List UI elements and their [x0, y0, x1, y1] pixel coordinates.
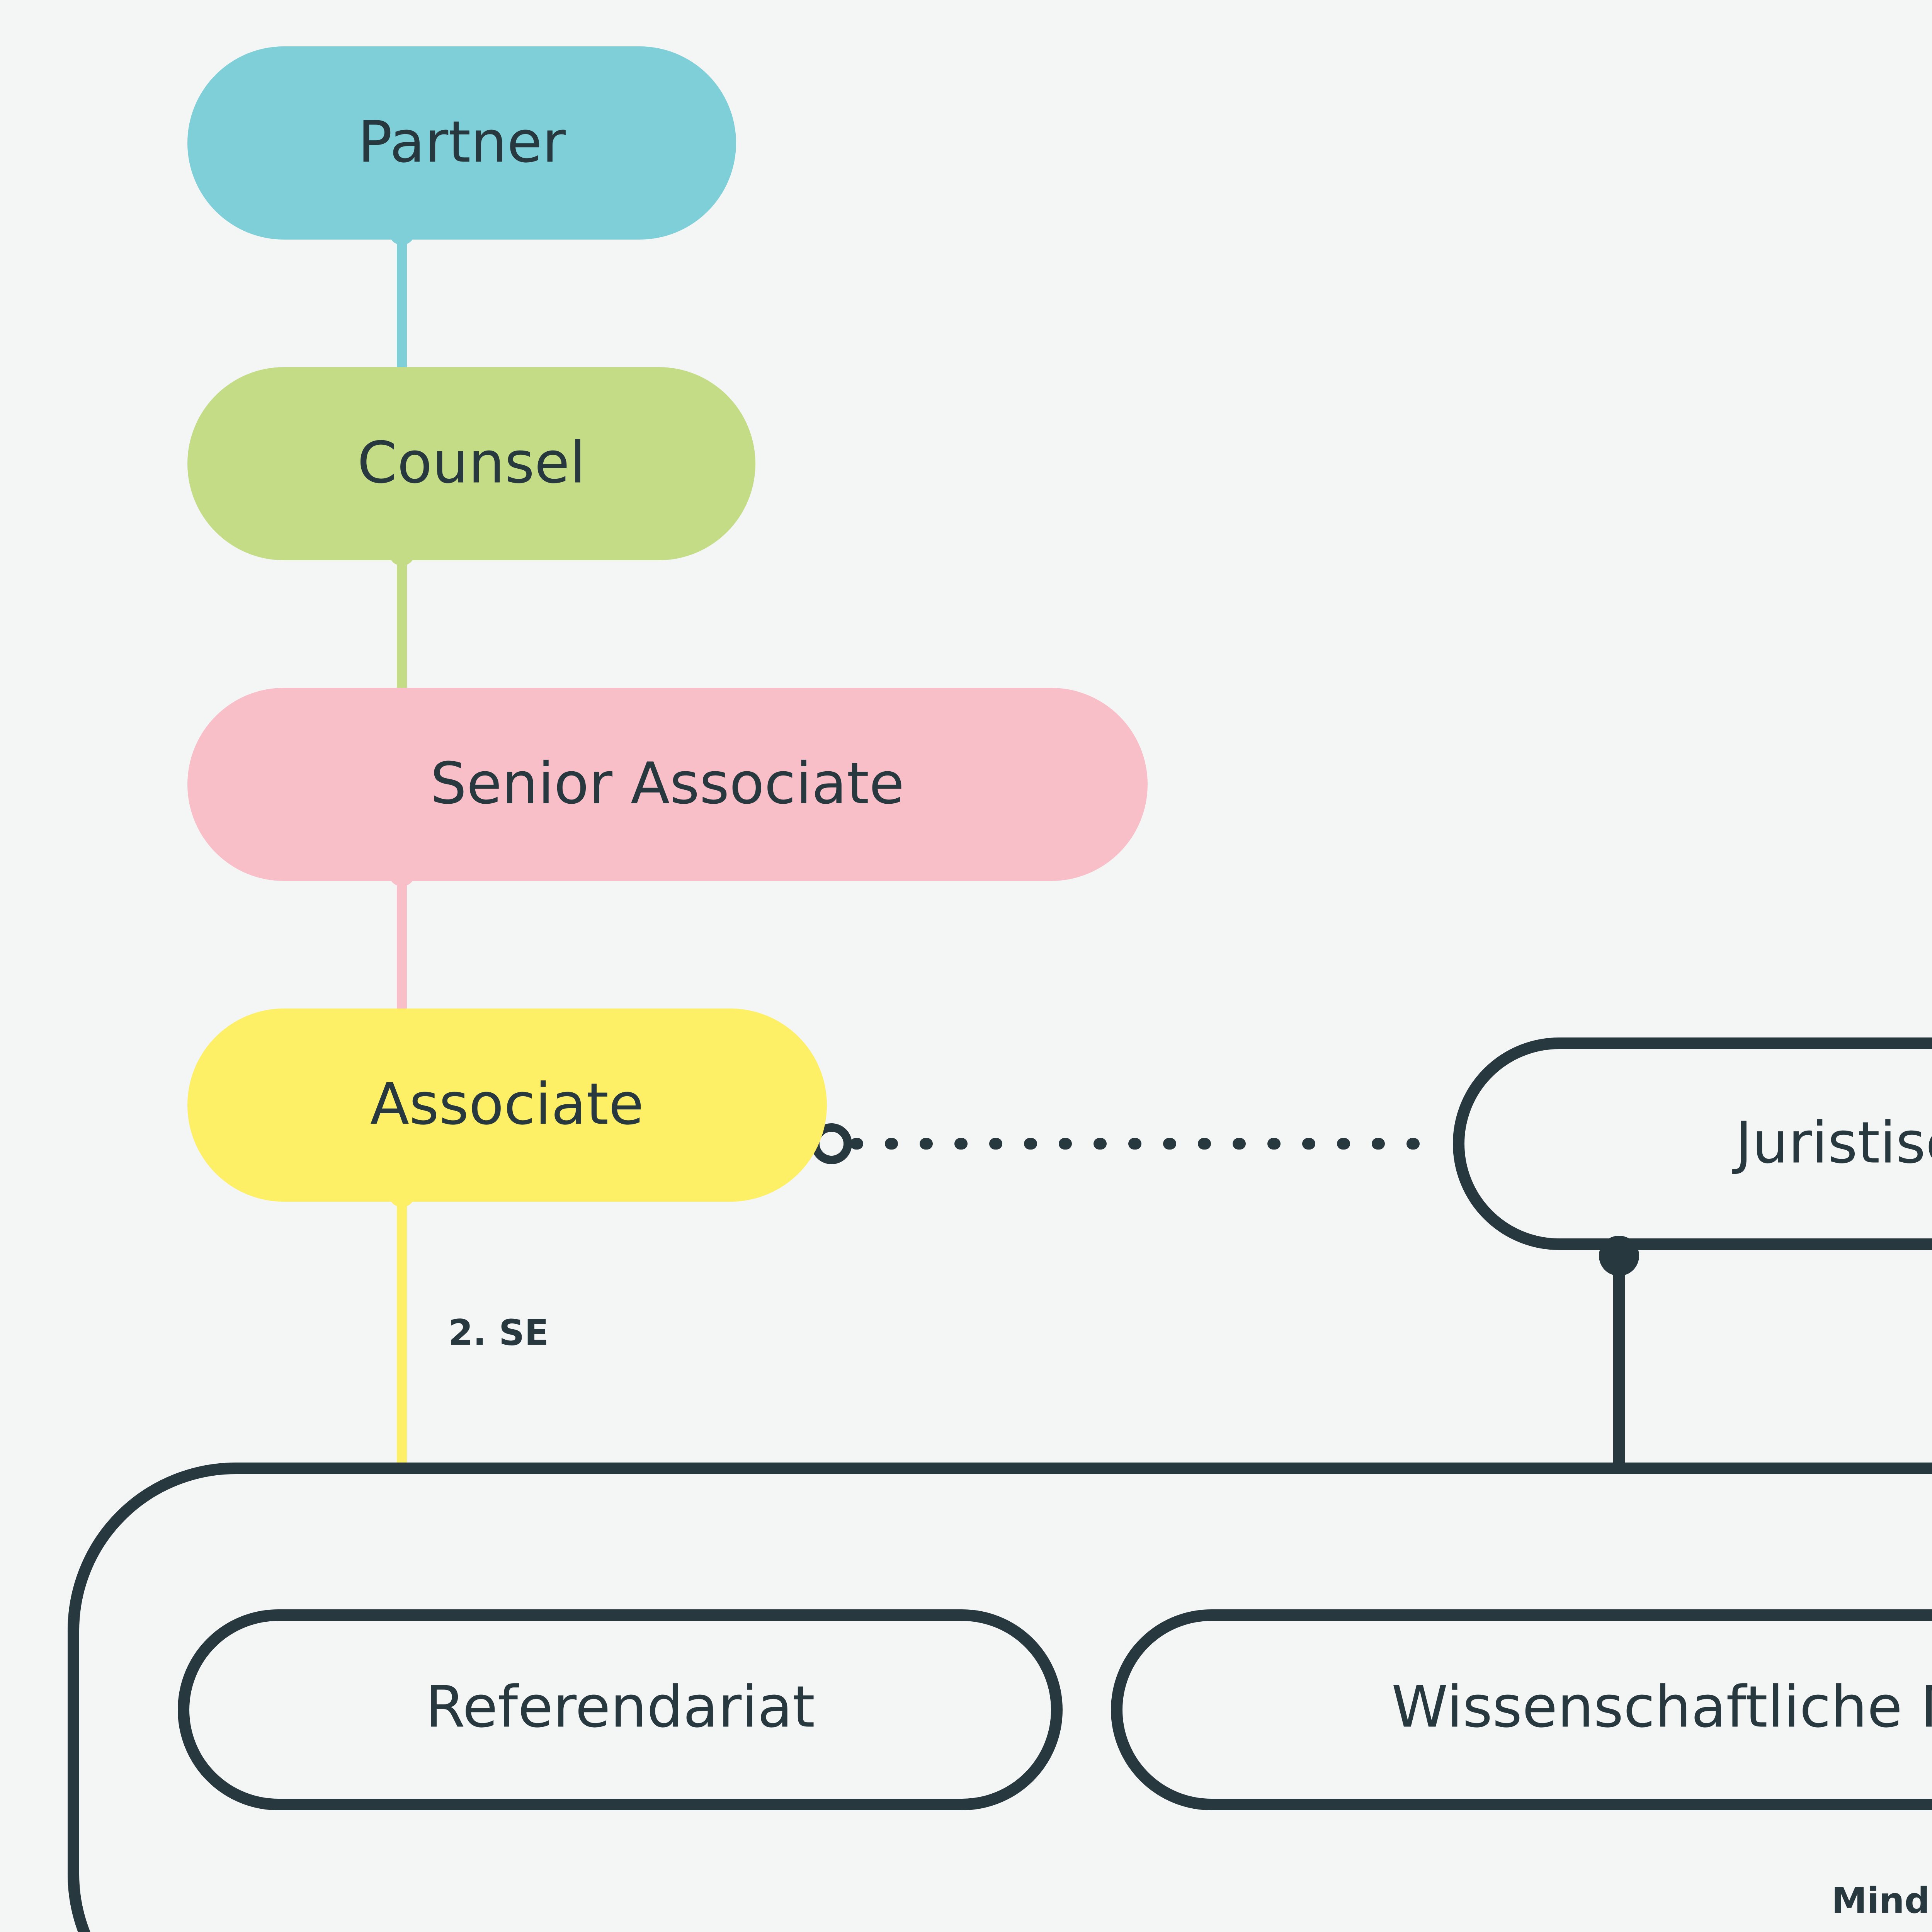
- group-entry-level: Referendariat Wissenschaftliche Mitarbei…: [68, 1463, 1932, 1932]
- entry-group-note: Mind. staatl. Teil des 1. SE: [1832, 1880, 1932, 1921]
- node-partner[interactable]: Partner: [187, 46, 736, 240]
- connector-juristische-mitarbeit-entry-group: [1599, 1236, 1639, 1468]
- node-referendariat[interactable]: Referendariat: [178, 1609, 1063, 1810]
- node-juristische-mitarbeit[interactable]: Juristische Mitarbeit: [1453, 1037, 1932, 1250]
- edge-label-2-se: 2. SE: [448, 1312, 549, 1353]
- node-senior-associate-label: Senior Associate: [430, 750, 905, 817]
- node-counsel[interactable]: Counsel: [187, 367, 755, 560]
- node-wissenschaftliche-mitarbeit[interactable]: Wissenschaftliche Mitarbeit: [1111, 1609, 1932, 1810]
- node-counsel-label: Counsel: [357, 430, 586, 496]
- node-referendariat-label: Referendariat: [425, 1674, 815, 1740]
- node-associate[interactable]: Associate: [187, 1009, 827, 1202]
- node-juristische-mitarbeit-label: Juristische Mitarbeit: [1732, 1110, 1932, 1176]
- node-associate-label: Associate: [370, 1071, 644, 1138]
- node-partner-label: Partner: [358, 109, 566, 175]
- node-wissenschaftliche-mitarbeit-label: Wissenschaftliche Mitarbeit: [1391, 1674, 1932, 1740]
- connector-associate-juristische-mitarbeit: [811, 1123, 1453, 1164]
- node-senior-associate[interactable]: Senior Associate: [187, 688, 1148, 881]
- connector-associate-entry-group: [389, 1181, 415, 1468]
